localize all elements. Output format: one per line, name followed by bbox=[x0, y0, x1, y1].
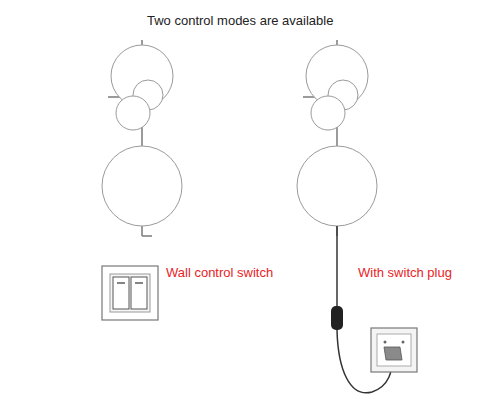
wall-socket bbox=[371, 328, 417, 372]
mode-label: Wall control switch bbox=[166, 265, 273, 280]
wall-switch bbox=[102, 266, 158, 320]
wall-lamp bbox=[102, 40, 182, 236]
diagram-title: Two control modes are available bbox=[147, 13, 333, 28]
wall-lamp bbox=[297, 40, 377, 236]
mode-label: With switch plug bbox=[358, 265, 452, 280]
